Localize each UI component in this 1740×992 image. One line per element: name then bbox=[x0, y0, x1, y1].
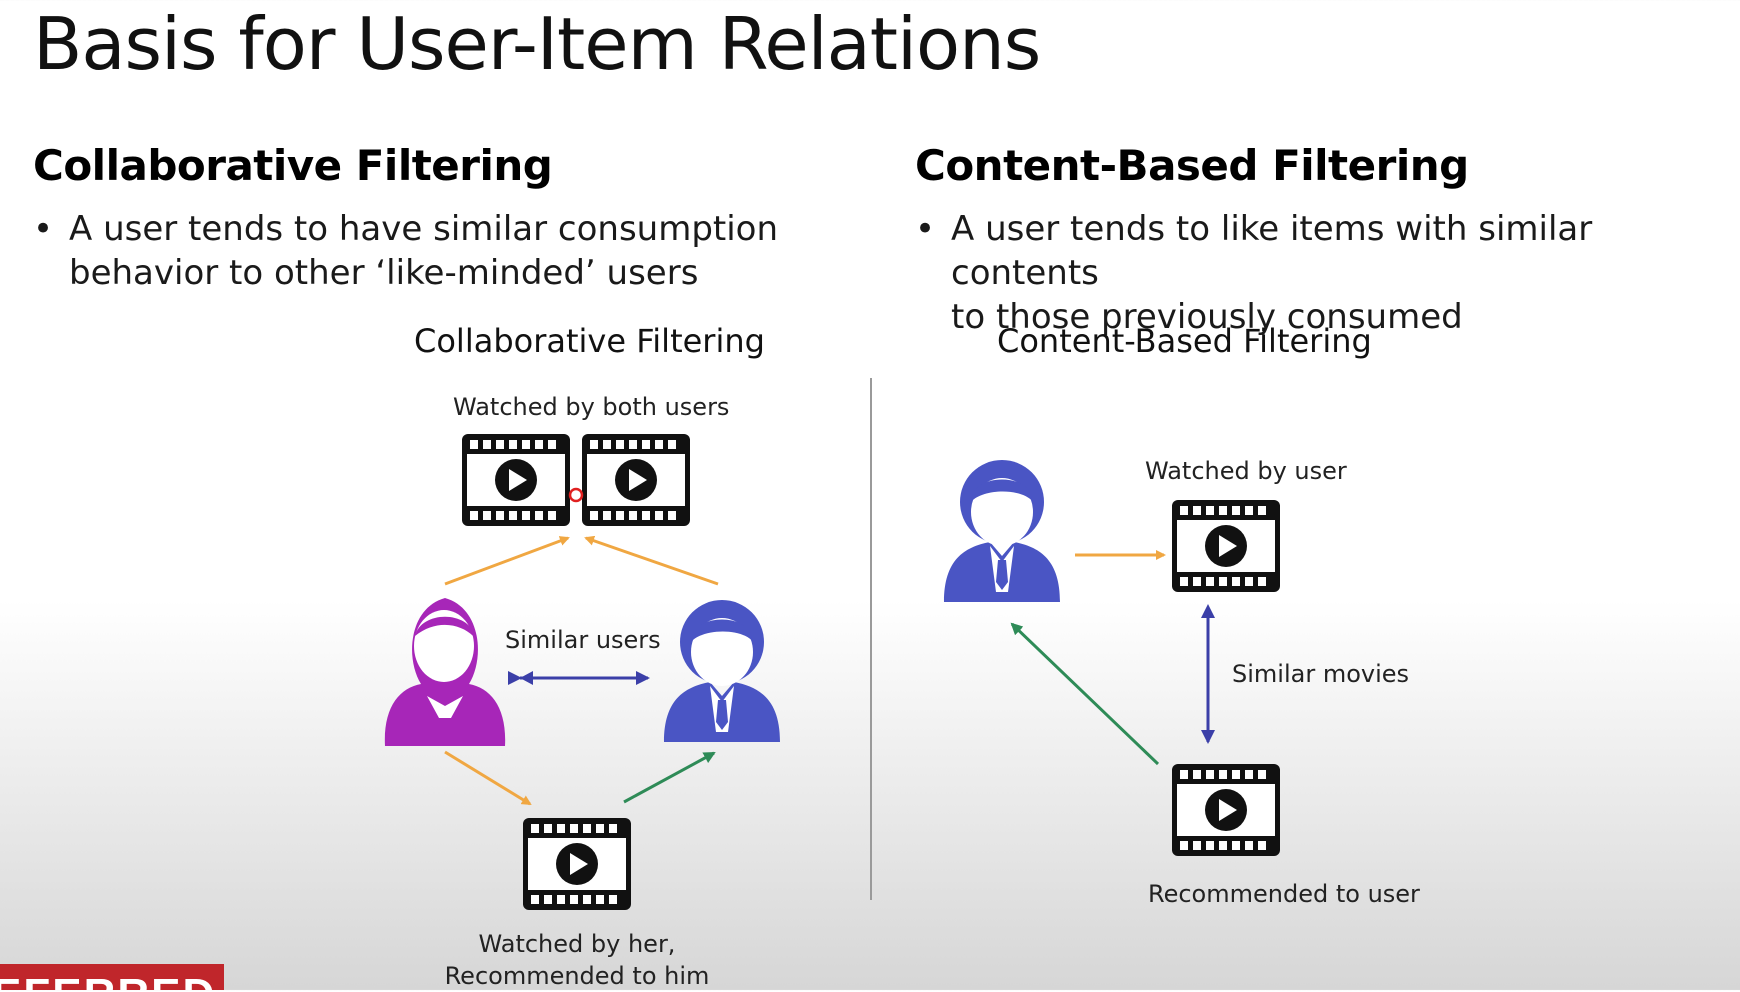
label-watched-by-both: Watched by both users bbox=[453, 393, 730, 421]
slide-title: Basis for User-Item Relations bbox=[33, 2, 1041, 86]
label-watched-by-her: Watched by her, bbox=[478, 930, 676, 958]
man-user-icon bbox=[664, 600, 780, 742]
arrow-him-to-movies bbox=[584, 535, 719, 586]
arrow-her-to-recommended bbox=[444, 750, 532, 806]
label-recommended-to-him: Recommended to him bbox=[444, 962, 710, 990]
film-icon bbox=[1172, 500, 1280, 592]
content-based-bullet-line1: A user tends to like items with similar … bbox=[951, 209, 1593, 293]
content-based-bullet-line2: to those previously consumed bbox=[951, 297, 1463, 337]
collaborative-heading: Collaborative Filtering bbox=[33, 141, 553, 190]
content-based-bullet: • A user tends to like items with simila… bbox=[915, 207, 1735, 339]
column-divider bbox=[870, 378, 872, 900]
bullet-dot: • bbox=[915, 209, 936, 249]
label-recommended-to-user: Recommended to user bbox=[1148, 880, 1420, 908]
bullet-dot: • bbox=[33, 209, 54, 249]
logo-badge: EFERRED AI bbox=[0, 964, 224, 990]
label-watched-by-user: Watched by user bbox=[1145, 457, 1347, 485]
collaborative-bullet-line1: A user tends to have similar consumption bbox=[69, 209, 779, 249]
arrow-recommended-to-user bbox=[1010, 622, 1160, 766]
label-watched-recommended: Watched by her, Recommended to him bbox=[440, 928, 714, 992]
collaborative-bullet-line2: behavior to other ‘like-minded’ users bbox=[69, 253, 699, 293]
film-icon bbox=[523, 818, 631, 910]
film-icon bbox=[582, 434, 690, 526]
arrow-her-to-movies bbox=[444, 536, 570, 586]
film-icon bbox=[462, 434, 570, 526]
woman-user-icon bbox=[384, 598, 506, 746]
man-user-icon bbox=[944, 460, 1060, 602]
content-based-diagram-title: Content-Based Filtering bbox=[997, 322, 1372, 360]
film-icon bbox=[1172, 764, 1280, 856]
arrow-recommended-to-him bbox=[623, 751, 716, 804]
collaborative-diagram-title: Collaborative Filtering bbox=[414, 322, 765, 360]
label-similar-users: Similar users bbox=[505, 626, 661, 654]
cursor-dot bbox=[568, 487, 584, 503]
collaborative-bullet: • A user tends to have similar consumpti… bbox=[33, 207, 833, 295]
label-similar-movies: Similar movies bbox=[1232, 660, 1410, 688]
content-based-heading: Content-Based Filtering bbox=[915, 141, 1469, 190]
